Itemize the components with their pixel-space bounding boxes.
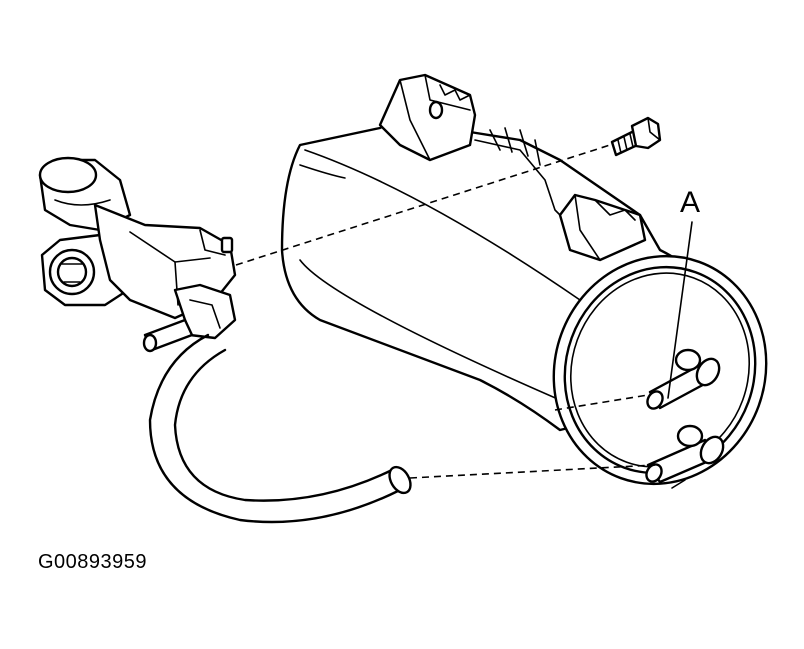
alignment-lines [235,144,656,479]
canister-end-cap [552,254,768,486]
callout-a: A [667,186,700,399]
canister-port-a [646,348,721,410]
figure-id: G00893959 [38,551,148,573]
bolt-icon [610,116,662,157]
hose-inner [173,348,394,502]
hose-icon [148,333,412,524]
purge-solenoid [38,156,237,353]
canister-port-lower [645,424,725,484]
hose-outer [148,333,402,524]
canister-top-edge [304,149,581,301]
canister [280,73,768,489]
callout-a-label: A [680,186,700,219]
